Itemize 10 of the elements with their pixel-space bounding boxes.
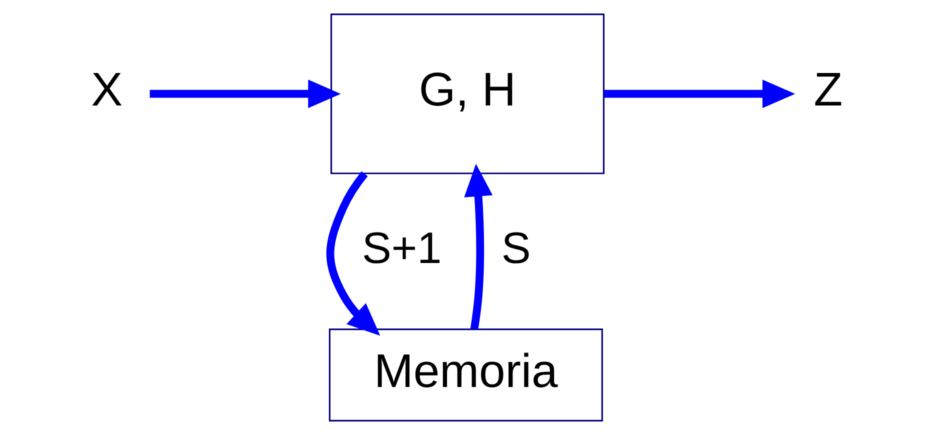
arrow bbox=[326, 171, 380, 336]
node-box: G, H bbox=[330, 14, 604, 174]
node-box: Memoria bbox=[328, 328, 602, 422]
arrow bbox=[604, 80, 795, 108]
edge-label: S bbox=[500, 224, 530, 274]
arrow bbox=[149, 80, 340, 108]
edge-label: S+1 bbox=[361, 224, 442, 274]
arrow bbox=[464, 164, 492, 330]
node-text: X bbox=[90, 64, 122, 117]
node-text: Z bbox=[813, 64, 842, 117]
